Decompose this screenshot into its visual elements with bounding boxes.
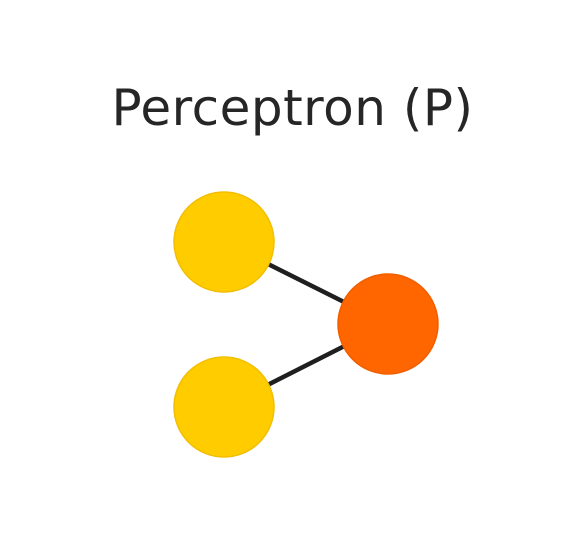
input-node-1 (173, 191, 275, 293)
input-node-2 (173, 356, 275, 458)
output-node (337, 273, 439, 375)
diagram-title: Perceptron (P) (111, 79, 474, 137)
